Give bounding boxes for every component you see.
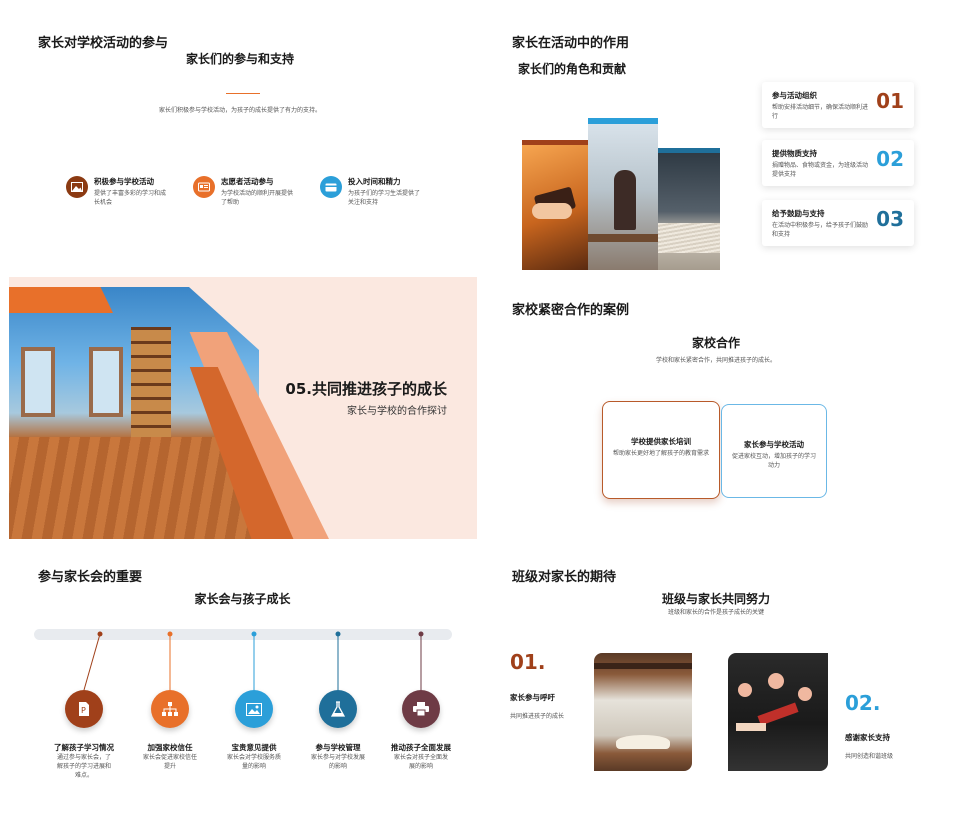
slide-parent-participation[interactable]: 家长对学校活动的参与 家长们的参与和支持 家长们积极参与学校活动，为孩子的成长提… bbox=[0, 0, 480, 270]
card-encouragement[interactable]: 给予鼓励与支持 在活动中积极参与，给予孩子们鼓励和支持 03 bbox=[762, 200, 914, 246]
flask-icon bbox=[319, 690, 357, 728]
left-title: 家长参与呼吁 bbox=[510, 693, 555, 702]
case-text: 帮助家长更好地了解孩子的教育需求 bbox=[612, 450, 709, 457]
printer-icon bbox=[402, 690, 440, 728]
photo-hand-book bbox=[522, 140, 588, 270]
card-title: 参与活动组织 bbox=[772, 91, 817, 100]
org-chart-icon bbox=[151, 690, 189, 728]
slide-cooperation-cases[interactable]: 家校紧密合作的案例 家校合作 学校和家长紧密合作，共同推进孩子的成长。 学校提供… bbox=[480, 277, 960, 539]
photo-open-book-library bbox=[594, 653, 692, 771]
case-text: 促进家校互动，增加孩子的学习动力 bbox=[731, 453, 816, 469]
slide-title: 班级对家长的期待 bbox=[512, 570, 617, 585]
item-title: 投入时间和精力 bbox=[348, 177, 401, 186]
timeline-bar bbox=[34, 629, 452, 640]
slide-subtitle: 家长们的角色和贡献 bbox=[517, 62, 626, 76]
item-volunteer: 志愿者活动参与 为学校活动的顺利开展提供了帮助 bbox=[193, 176, 318, 207]
section-title: 05.共同推进孩子的成长 bbox=[285, 380, 447, 398]
card-text: 捐赠物品、食物或资金，为班级活动提供支持 bbox=[772, 162, 869, 178]
slide-title: 家校紧密合作的案例 bbox=[512, 303, 630, 318]
timeline-text: 家长会对学校服务质量的影响 bbox=[226, 754, 281, 770]
slide-class-expectations[interactable]: 班级对家长的期待 班级与家长共同努力 班级和家长的合作是孩子成长的关键 01. … bbox=[480, 546, 960, 816]
right-title: 感谢家长支持 bbox=[845, 733, 890, 742]
timeline-text: 家长参与对学校发展的影响 bbox=[310, 754, 365, 770]
wallet-icon bbox=[320, 176, 342, 198]
slide-parent-role[interactable]: 家长在活动中的作用 家长们的角色和贡献 参与活动组织 帮助安排活动细节，确保活动… bbox=[480, 0, 960, 270]
photo-open-book bbox=[658, 148, 720, 270]
image-icon bbox=[66, 176, 88, 198]
timeline-title: 加强家校信任 bbox=[147, 743, 193, 752]
slide-subtitle: 家长会与孩子成长 bbox=[194, 592, 291, 606]
card-text: 帮助安排活动细节，确保活动顺利进行 bbox=[772, 104, 869, 120]
timeline-item-management: 参与学校管理 家长参与对学校发展的影响 bbox=[298, 690, 378, 771]
case-activities[interactable]: 家长参与学校活动 促进家校互动，增加孩子的学习动力 bbox=[721, 404, 827, 498]
item-participation: 积极参与学校活动 提供了丰富多彩的学习和成长机会 bbox=[66, 176, 191, 207]
item-text: 提供了丰富多彩的学习和成长机会 bbox=[94, 190, 167, 206]
svg-text:P: P bbox=[81, 706, 86, 715]
case-title: 学校提供家长培训 bbox=[631, 437, 691, 446]
id-card-icon bbox=[193, 176, 215, 198]
document-icon: P bbox=[65, 690, 103, 728]
timeline-title: 了解孩子学习情况 bbox=[54, 743, 114, 752]
timeline-item-development: 推动孩子全面发展 家长会对孩子全面发展的影响 bbox=[381, 690, 461, 771]
card-title: 提供物质支持 bbox=[772, 149, 817, 158]
timeline-item-trust: 加强家校信任 家长会促进家校信任提升 bbox=[130, 690, 210, 771]
slide-subtitle: 家长们的参与和支持 bbox=[185, 52, 294, 66]
number-01: 01. bbox=[510, 650, 546, 674]
slide-title: 参与家长会的重要 bbox=[38, 570, 143, 585]
timeline-item-opinions: 宝贵意见提供 家长会对学校服务质量的影响 bbox=[214, 690, 294, 771]
card-number: 02 bbox=[876, 147, 904, 171]
section-subtitle: 家长与学校的合作探讨 bbox=[347, 406, 447, 417]
timeline-item-learning: P 了解孩子学习情况 通过参与家长会，了解孩子的学习进展和难点。 bbox=[44, 690, 124, 780]
card-material-support[interactable]: 提供物质支持 捐赠物品、食物或资金，为班级活动提供支持 02 bbox=[762, 140, 914, 186]
divider bbox=[226, 93, 260, 94]
case-title: 家长参与学校活动 bbox=[744, 440, 804, 449]
item-title: 积极参与学校活动 bbox=[94, 177, 154, 186]
slide-description: 学校和家长紧密合作，共同推进孩子的成长。 bbox=[655, 357, 776, 364]
picture-icon bbox=[235, 690, 273, 728]
timeline-text: 家长会对孩子全面发展的影响 bbox=[393, 754, 448, 770]
right-text: 共同创造和谐班级 bbox=[845, 753, 894, 760]
slide-description: 班级和家长的合作是孩子成长的关键 bbox=[667, 609, 764, 616]
number-02: 02. bbox=[845, 691, 881, 715]
card-title: 给予鼓励与支持 bbox=[772, 209, 825, 218]
timeline-title: 推动孩子全面发展 bbox=[391, 743, 451, 752]
item-text: 为学校活动的顺利开展提供了帮助 bbox=[221, 190, 294, 206]
timeline-text: 家长会促进家校信任提升 bbox=[142, 754, 197, 770]
item-title: 志愿者活动参与 bbox=[221, 177, 274, 186]
card-organize[interactable]: 参与活动组织 帮助安排活动细节，确保活动顺利进行 01 bbox=[762, 82, 914, 128]
card-text: 在活动中积极参与，给予孩子们鼓励和支持 bbox=[772, 222, 869, 238]
slide-subtitle: 家校合作 bbox=[691, 336, 740, 350]
timeline-title: 宝贵意见提供 bbox=[231, 743, 277, 752]
card-number: 01 bbox=[876, 89, 904, 113]
case-training[interactable]: 学校提供家长培训 帮助家长更好地了解孩子的教育需求 bbox=[602, 401, 720, 499]
item-time-effort: 投入时间和精力 为孩子们的学习生活提供了关注和支持 bbox=[320, 176, 445, 207]
decor-orange-tab bbox=[9, 287, 113, 313]
slide-description: 家长们积极参与学校活动，为孩子的成长提供了有力的支持。 bbox=[158, 107, 321, 114]
slide-section-cover[interactable]: 05.共同推进孩子的成长 家长与学校的合作探讨 bbox=[9, 277, 477, 539]
timeline-title: 参与学校管理 bbox=[315, 743, 361, 752]
photo-classroom bbox=[588, 118, 658, 270]
slide-subtitle: 班级与家长共同努力 bbox=[661, 592, 770, 606]
photo-graduation bbox=[728, 653, 828, 771]
slide-title: 家长对学校活动的参与 bbox=[38, 36, 169, 51]
item-text: 为孩子们的学习生活提供了关注和支持 bbox=[348, 190, 421, 206]
slide-parent-meeting[interactable]: 参与家长会的重要 家长会与孩子成长 bbox=[0, 546, 480, 816]
slide-title: 家长在活动中的作用 bbox=[512, 36, 630, 51]
left-text: 共同推进孩子的成长 bbox=[510, 713, 565, 720]
timeline-text: 通过参与家长会，了解孩子的学习进展和难点。 bbox=[56, 754, 111, 779]
card-number: 03 bbox=[876, 207, 904, 231]
